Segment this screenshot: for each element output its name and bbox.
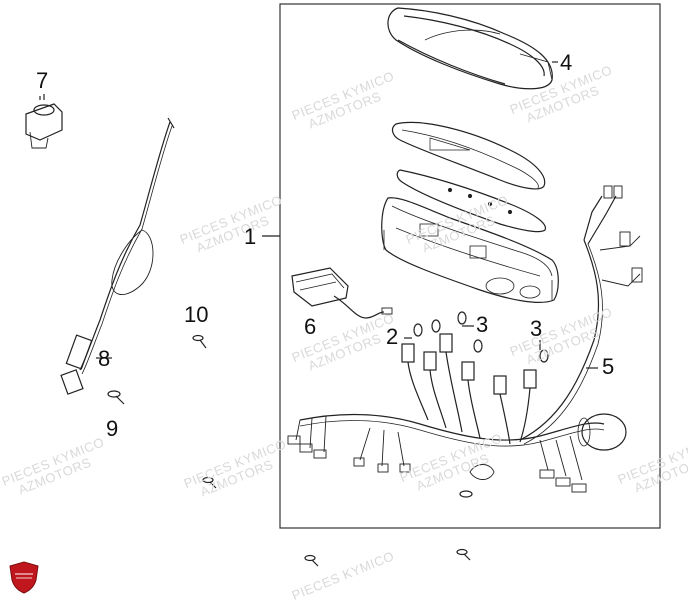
callout-3: 3 — [476, 312, 489, 337]
part-meter-body — [381, 197, 559, 303]
part-9-screw — [107, 390, 125, 405]
loose-screws — [202, 476, 471, 567]
callout-6: 6 — [304, 314, 317, 339]
part-meter-faceplate — [396, 169, 546, 233]
callout-5: 5 — [602, 354, 615, 379]
part-8-speedometer-cable — [60, 117, 175, 395]
part-7-switch — [25, 96, 63, 149]
callout-1: 1 — [244, 224, 257, 249]
part-meter-lens — [391, 121, 546, 190]
assembly-frame — [279, 3, 661, 529]
callout-3: 3 — [530, 316, 543, 341]
callout-2: 2 — [386, 324, 399, 349]
callout-10: 10 — [184, 302, 209, 327]
part-5-wiring-harness — [287, 185, 643, 498]
callout-9: 9 — [106, 416, 119, 441]
part-10-screw — [192, 334, 207, 349]
callout-8: 8 — [98, 346, 111, 371]
part-6-sensor — [291, 267, 393, 319]
callout-4: 4 — [560, 50, 573, 75]
callout-7: 7 — [36, 68, 49, 93]
part-4-meter-cover — [387, 7, 553, 90]
brand-shield-icon — [9, 561, 39, 594]
